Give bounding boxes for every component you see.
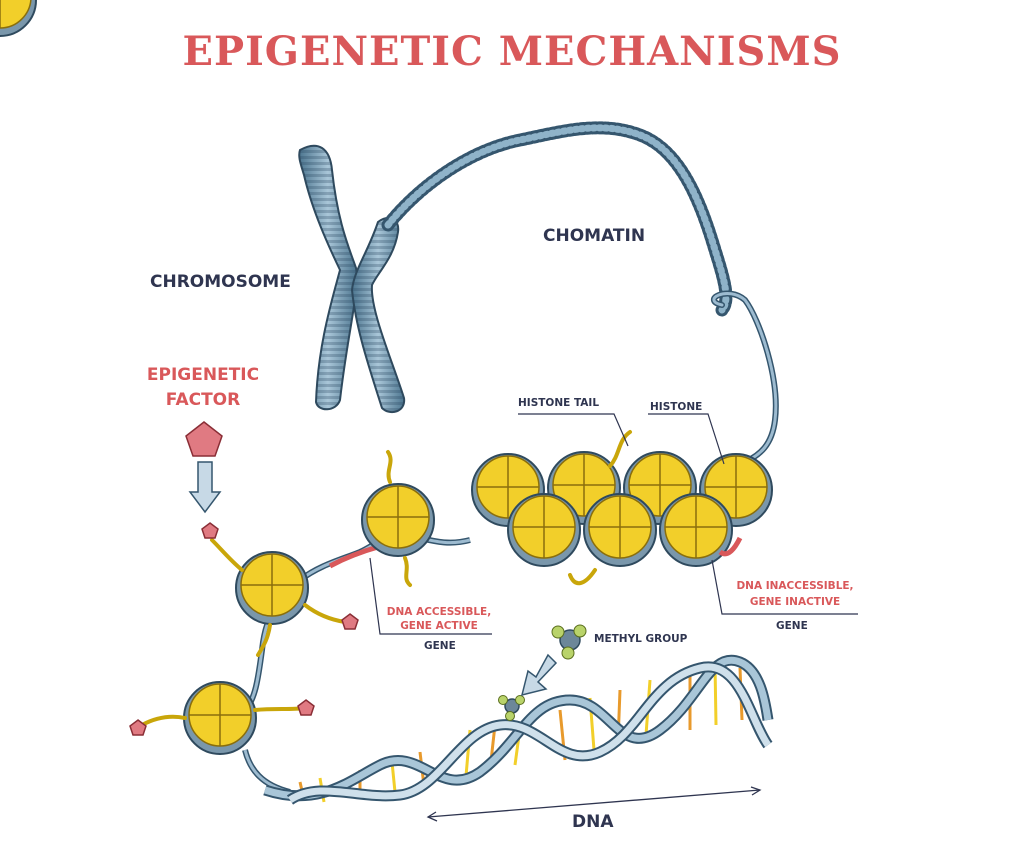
epigenetic-factor-marks (129, 421, 359, 736)
epigenetic-factor-label-line2: FACTOR (165, 390, 241, 410)
gene-label-left: GENE (424, 640, 456, 652)
epigenetic-factor-label-line1: EPIGENETIC (146, 365, 260, 385)
page-title: EPIGENETIC MECHANISMS (182, 28, 842, 75)
loose-nucleosomes (140, 450, 435, 755)
methyl-group-label: METHYL GROUP (594, 633, 688, 645)
chromatin-coil (381, 121, 779, 465)
histone-label: HISTONE (650, 401, 703, 413)
methyl-arrow (520, 653, 558, 697)
factor-arrow (188, 461, 222, 514)
dna-inaccessible-label-line2: GENE INACTIVE (749, 596, 841, 608)
gene-label-right: GENE (776, 620, 808, 632)
nucleosome (0, 0, 37, 37)
dna-accessible-label-line1: DNA ACCESSIBLE, (386, 606, 492, 618)
leader-lines (369, 413, 858, 635)
dna-label: DNA (572, 812, 614, 832)
dna-length-arrow (426, 786, 762, 822)
dna-accessible-label-line2: GENE ACTIVE (400, 620, 478, 632)
histone-tail-label: HISTONE TAIL (518, 397, 600, 409)
chromosome-label: CHROMOSOME (150, 272, 291, 292)
dna-inaccessible-label-line1: DNA INACCESSIBLE, (736, 580, 854, 592)
methyl-group-icon (498, 624, 587, 721)
chromatin-label: CHOMATIN (543, 226, 646, 246)
nucleosome-cluster (0, 0, 773, 586)
chromosome-shape (298, 144, 406, 414)
dna-double-helix (263, 654, 774, 805)
